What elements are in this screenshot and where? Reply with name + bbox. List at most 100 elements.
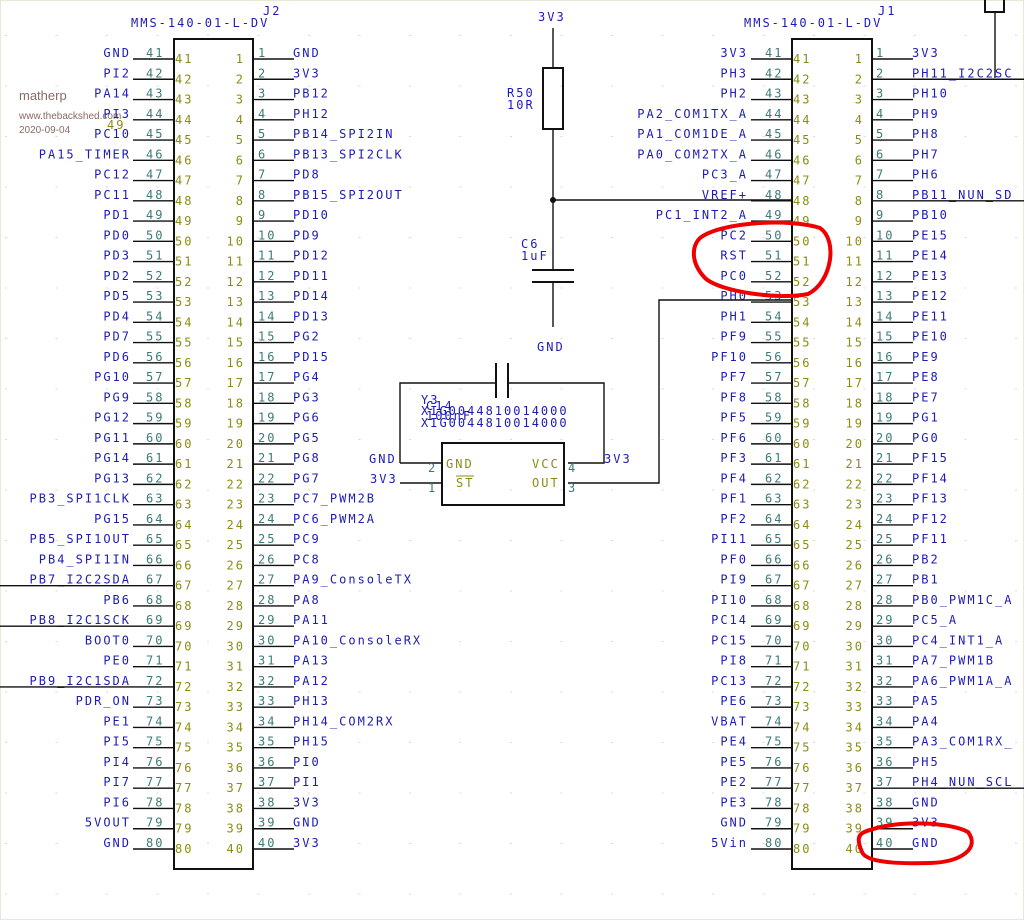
net-label[interactable]: PD3 [103,249,131,263]
net-label[interactable]: PE8 [912,370,940,384]
net-label[interactable]: PH3 [720,66,748,80]
net-label[interactable]: PB6 [103,593,131,607]
net-label[interactable]: PF2 [720,512,748,526]
net-label[interactable]: PF4 [720,471,748,485]
net-label[interactable]: PB10 [912,208,949,222]
net-label[interactable]: 5Vin [711,836,748,850]
net-label[interactable]: PA4 [912,714,940,728]
net-label[interactable]: PB11_NUN_SD [912,188,1013,202]
net-label[interactable]: PG2 [293,330,321,344]
net-label[interactable]: PD8 [293,168,321,182]
net-label[interactable]: PF6 [720,431,748,445]
net-label[interactable]: PI1 [293,775,321,789]
net-label[interactable]: PH10 [912,87,949,101]
net-label[interactable]: PE6 [720,694,748,708]
net-label[interactable]: PF1 [720,492,748,506]
net-label[interactable]: PF3 [720,451,748,465]
net-label[interactable]: PE5 [720,755,748,769]
net-label[interactable]: PI0 [293,755,321,769]
net-label[interactable]: PB1 [912,573,940,587]
net-label[interactable]: GND [103,46,131,60]
net-label[interactable]: 3V3 [293,66,321,80]
net-label[interactable]: PD14 [293,289,330,303]
net-label[interactable]: PD5 [103,289,131,303]
net-label[interactable]: PH5 [912,755,940,769]
net-label[interactable]: PH6 [912,168,940,182]
net-label[interactable]: PF10 [711,350,748,364]
net-label[interactable]: PB7_I2C2SDA [30,573,131,587]
net-label[interactable]: PE11 [912,309,949,323]
net-label[interactable]: PG7 [293,471,321,485]
net-label[interactable]: PH14_COM2RX [293,714,394,728]
net-label[interactable]: 3V3 [293,795,321,809]
net-label[interactable]: PC0 [720,269,748,283]
net-label[interactable]: PE12 [912,289,949,303]
net-label[interactable]: PG8 [293,451,321,465]
net-label[interactable]: PF11 [912,532,949,546]
net-label[interactable]: PE15 [912,228,949,242]
net-label[interactable]: PB2 [912,552,940,566]
net-label[interactable]: PH4_NUN_SCL [912,775,1013,789]
resistor-r50[interactable]: 3V3 R50 10R [507,10,792,270]
net-label[interactable]: PC2 [720,228,748,242]
net-label[interactable]: PE14 [912,249,949,263]
net-label[interactable]: PG10 [94,370,131,384]
net-label[interactable]: GND [720,816,748,830]
net-label[interactable]: PD6 [103,350,131,364]
